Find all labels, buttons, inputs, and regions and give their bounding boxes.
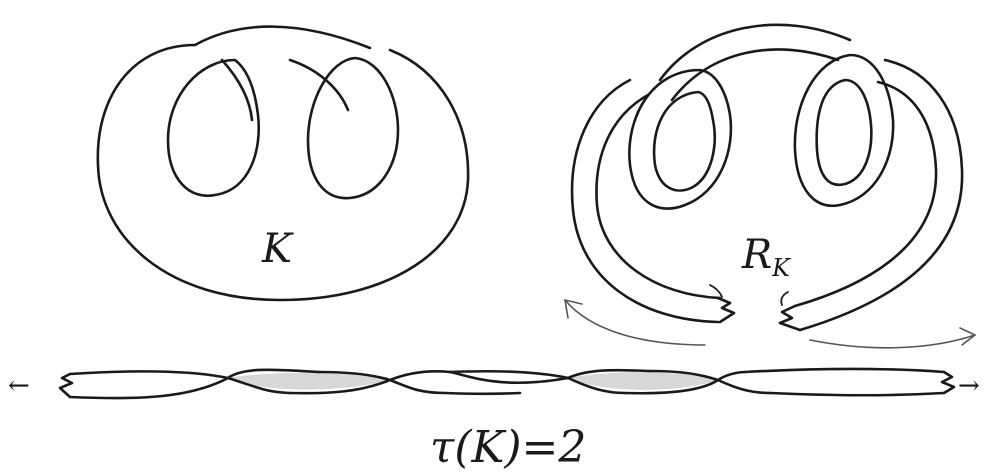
knot-k-left-loop — [166, 58, 260, 198]
ribbon-left-outer-edge — [570, 78, 720, 324]
ribbon-left-cut-end — [716, 296, 736, 324]
knot-k-label: K — [261, 226, 294, 272]
band-twist-2 — [288, 378, 392, 395]
formula-label: τ(K)=2 — [430, 422, 586, 473]
ribbon-left-loop-inner — [652, 90, 716, 192]
knot-k-right-loop — [306, 56, 400, 200]
curved-arrow-right-icon-head — [959, 327, 976, 346]
band-twist-5 — [623, 378, 720, 395]
ribbon-left-loop-outer — [628, 68, 733, 210]
band-twist-4 — [566, 368, 652, 380]
band-twist-6 — [443, 391, 522, 396]
ribbon-rk-label: RK — [741, 232, 792, 282]
curved-arrow-right-icon — [809, 334, 976, 349]
knot-k: K — [96, 25, 470, 302]
band-twist-3 — [448, 370, 570, 384]
ribbon-right-inner-edge — [793, 80, 938, 308]
knot-k-right-loop-crossing — [288, 58, 350, 112]
curved-arrow-left-icon-head — [564, 299, 583, 319]
left-arrow-icon: ← — [8, 371, 30, 401]
right-arrow-icon: → — [958, 371, 980, 401]
ribbon-right-loop-inner — [815, 78, 873, 187]
knot-k-left-loop-crossing — [220, 58, 254, 122]
twist-shade-2 — [568, 372, 718, 390]
knot-k-outer-curve — [96, 43, 470, 302]
ribbon-right-outer-edge — [798, 58, 964, 332]
ribbon-right-cut-tick — [780, 291, 789, 306]
band-right-cut — [940, 370, 956, 395]
ribbon-rk: RK — [564, 23, 976, 349]
knot-k-top-arc — [193, 25, 372, 50]
band-left-cut — [58, 372, 74, 399]
ribbon-right-loop-outer — [793, 53, 895, 208]
ribbon-left-inner-edge — [595, 93, 722, 300]
ribbon-left-cut-tick — [709, 284, 723, 298]
twisted-band — [58, 367, 956, 400]
ribbon-top-inner — [670, 48, 840, 102]
band-twist-1 — [226, 368, 322, 380]
ribbon-top-outer — [658, 23, 852, 82]
band-bottom-edge — [68, 369, 946, 400]
curved-arrow-left-icon — [564, 299, 706, 346]
twist-shade-1 — [228, 373, 390, 390]
ribbon-right-cut-end — [778, 304, 802, 332]
